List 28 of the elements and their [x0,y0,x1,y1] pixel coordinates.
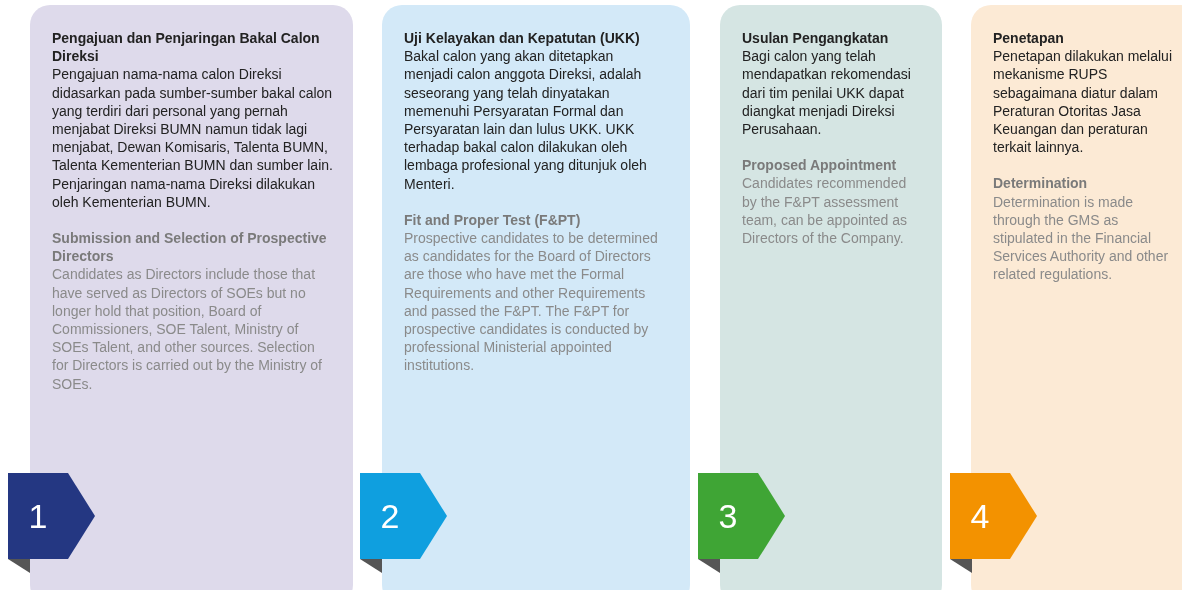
step-card [971,5,1182,590]
step-description-english: Candidates recommended by the F&PT assessment team, can be appointed as Directors of the Company. [742,174,908,248]
step-description: Penetapan dilakukan melalui mekanisme RUPS sebagaimana diatur dalam Peraturan Otoritas Jasa Keuangan dan peraturan terkait lainnya. [993,47,1173,157]
step-number: 3 [717,496,739,537]
step-heading: Pengajuan dan Penjaringan Bakal Calon Direksi [52,29,321,66]
step-number: 2 [379,496,401,537]
step-heading-english: Fit and Proper Test (F&PT) [404,210,582,230]
step-description: Pengajuan nama-nama calon Direksi didasarkan pada sumber-sumber bakal calon yang terdiri dari personal yang pernah menjabat Direksi BUMN namun tidak lagi menjabat, Dewan Komisaris, Talenta BUMN, Talenta Kementerian BUMN dan sumber lain. Penjaringan nama-nama Direksi dilakukan oleh Kementerian BUMN. [52,65,334,212]
step-number: 4 [969,496,991,537]
step-card [720,5,942,590]
step-description-english: Determination is made through the GMS as stipulated in the Financial Services Authority and other related regulations. [993,192,1170,284]
step-heading: Uji Kelayakan dan Kepatutan (UKK) [404,29,641,48]
step-heading: Usulan Pengangkatan [742,29,890,48]
step-description: Bagi calon yang telah mendapatkan rekomendasi dari tim penilai UKK dapat diangkat menjadi Direksi Perusahaan. [742,47,912,139]
step-heading-english: Determination [993,174,1089,193]
step-number: 1 [27,496,49,537]
step-chevron [698,473,785,559]
step-card [382,5,690,590]
step-heading-english: Submission and Selection of Prospective Directors [52,229,328,266]
step-heading: Penetapan [993,29,1065,48]
step-chevron [8,473,95,559]
step-heading-english: Proposed Appointment [742,156,898,175]
step-description-english: Prospective candidates to be determined as candidates for the Board of Directors are those who have met the Formal Requirements and other Requirements and passed the F&PT. The F&PT for prospective candidates is conducted by professional Ministerial appointed institutions. [404,229,659,375]
step-chevron [360,473,447,559]
step-description: Bakal calon yang akan ditetapkan menjadi calon anggota Direksi, adalah seseorang yang telah dinyatakan memenuhi Persyaratan Formal dan Persyaratan lain dan lulus UKK. UKK terhadap bakal calon dilakukan oleh lembaga profesional yang ditunjuk oleh Menteri. [404,47,648,193]
step-card [30,5,353,590]
step-description-english: Candidates as Directors include those that have served as Directors of SOEs but no longer hold that position, Board of Commissioners, SOE Talent, Ministry of SOEs Talent, and other sources. Selection for Directors is carried out by the Ministry of SOEs. [52,265,323,393]
step-chevron [950,473,1037,559]
